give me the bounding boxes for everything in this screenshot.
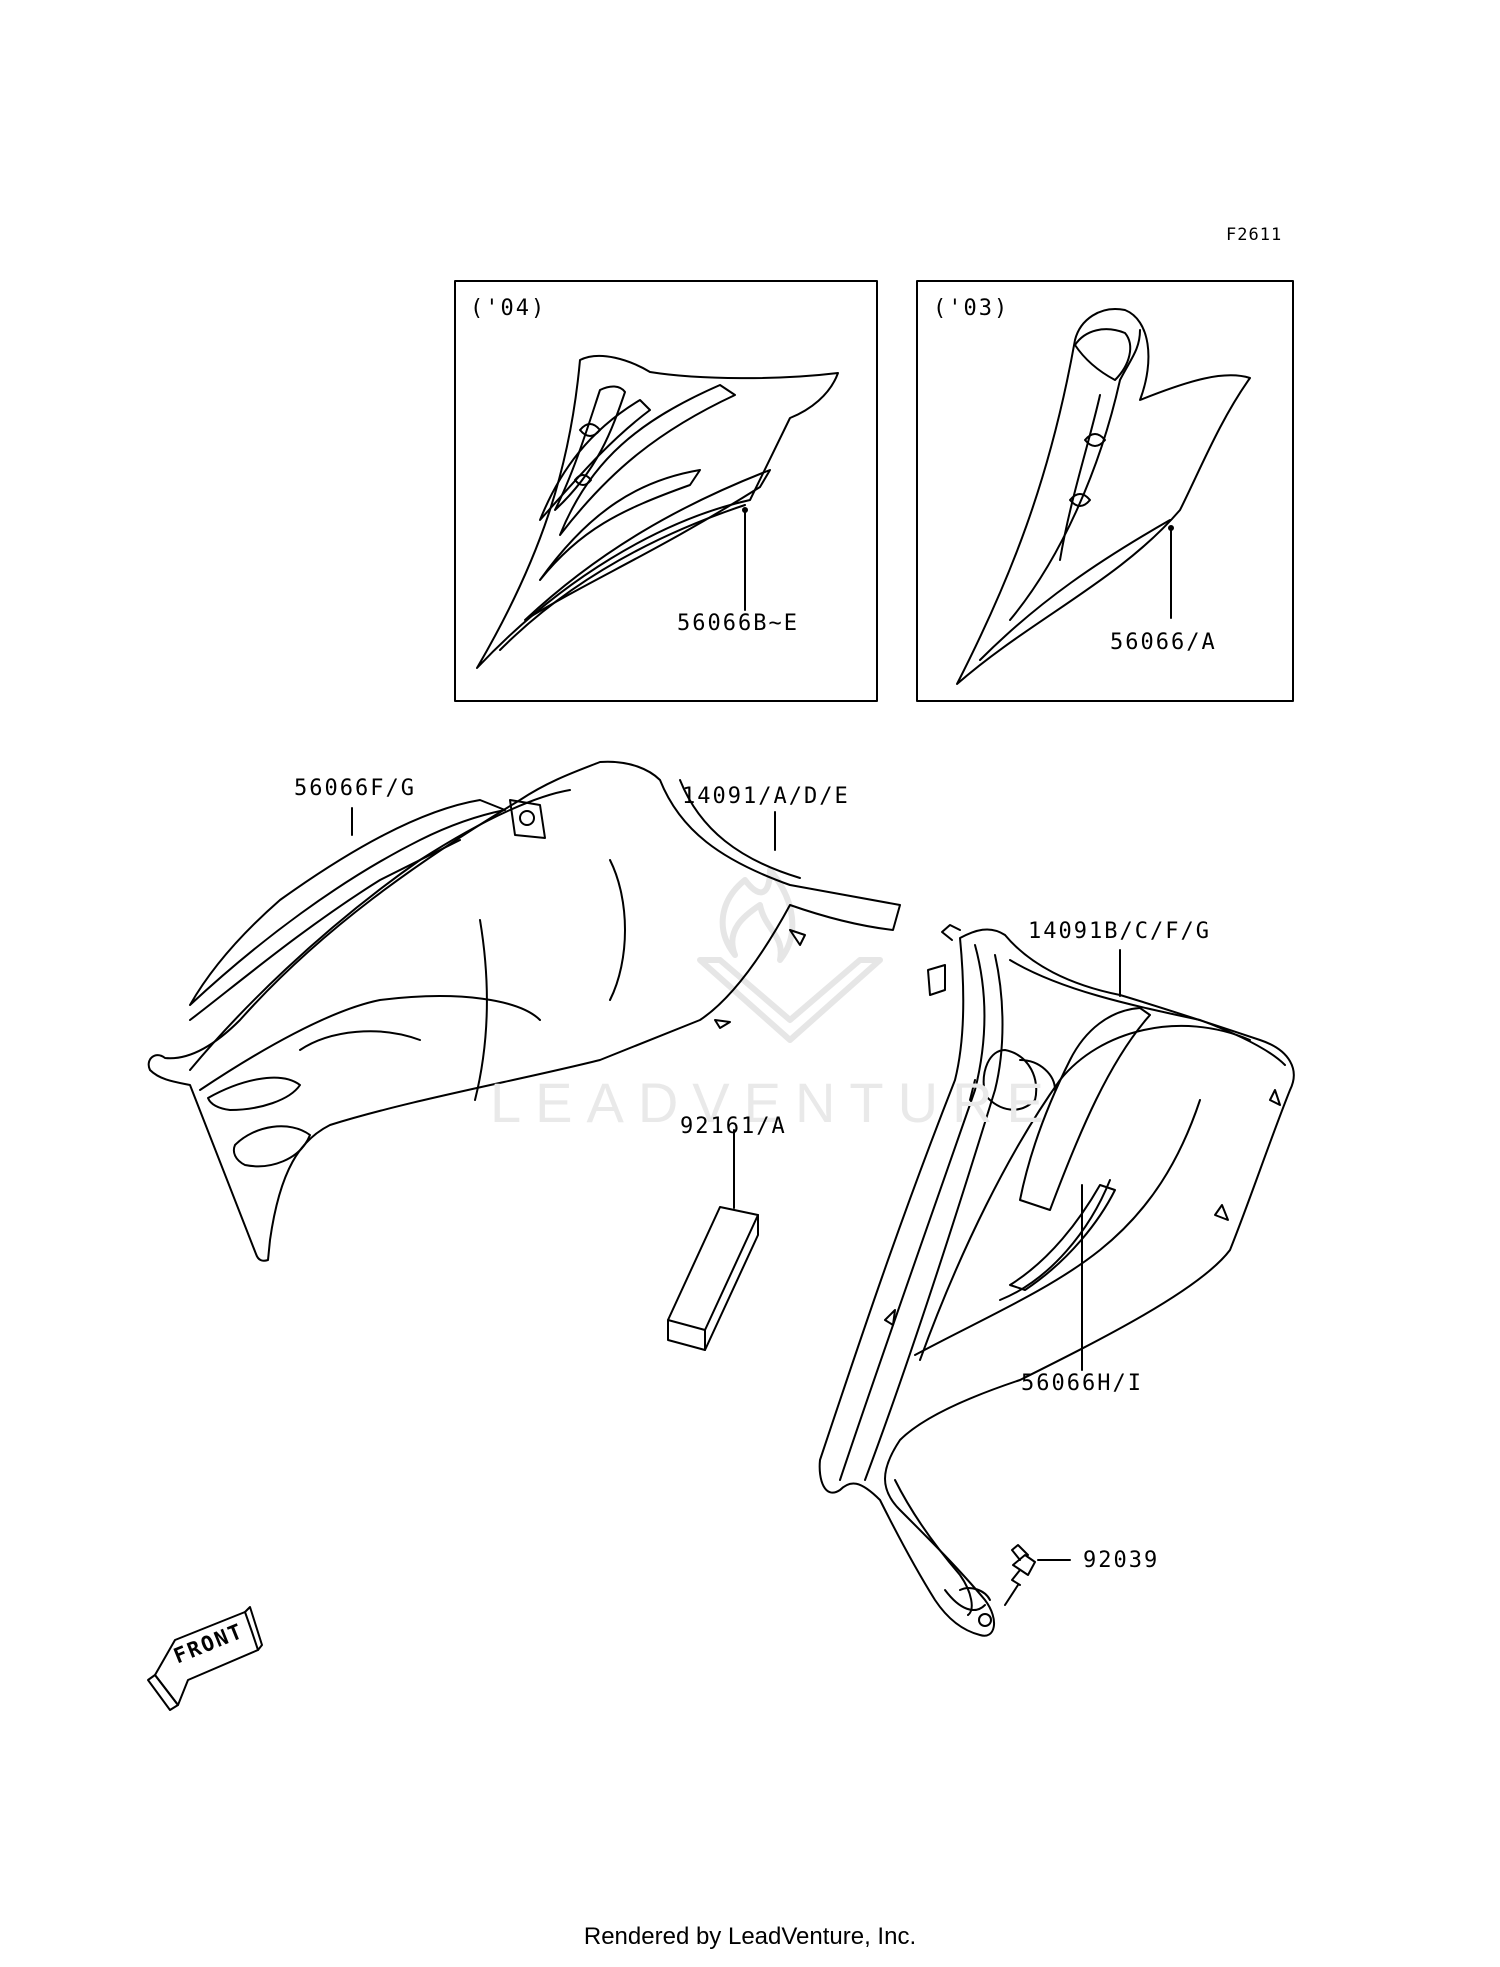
figure-code: F2611 [1226,225,1283,245]
right-cover-shape [818,924,1295,1637]
callout-right-decal: 56066H/I [1021,1371,1143,1396]
callout-pad: 92161/A [680,1114,787,1139]
decal-04-shape [476,355,839,669]
watermark-text: LEADVENTURE [490,1071,1058,1134]
inset-03-part-label: 56066/A [1110,630,1217,655]
callout-left-cover: 14091/A/D/E [682,784,850,809]
inset-box-04 [454,280,878,702]
left-cover-shape [147,760,901,1262]
inset-box-03 [916,280,1294,702]
footer-credit: Rendered by LeadVenture, Inc. [583,1923,917,1950]
leader-lines [351,807,1121,1561]
callout-right-cover: 14091B/C/F/G [1028,919,1211,944]
inset-04-part-label: 56066B~E [677,611,799,636]
inset-03-year: ('03) [933,296,1010,321]
callout-left-decal: 56066F/G [294,776,416,801]
decal-03-shape [956,308,1251,685]
clip-shape [1004,1544,1036,1606]
callout-clip: 92039 [1083,1548,1160,1573]
pad-shape [667,1206,759,1351]
left-decal-shape [189,799,506,1006]
inset-04-year: ('04) [470,296,547,321]
front-arrow-icon [147,1606,263,1711]
